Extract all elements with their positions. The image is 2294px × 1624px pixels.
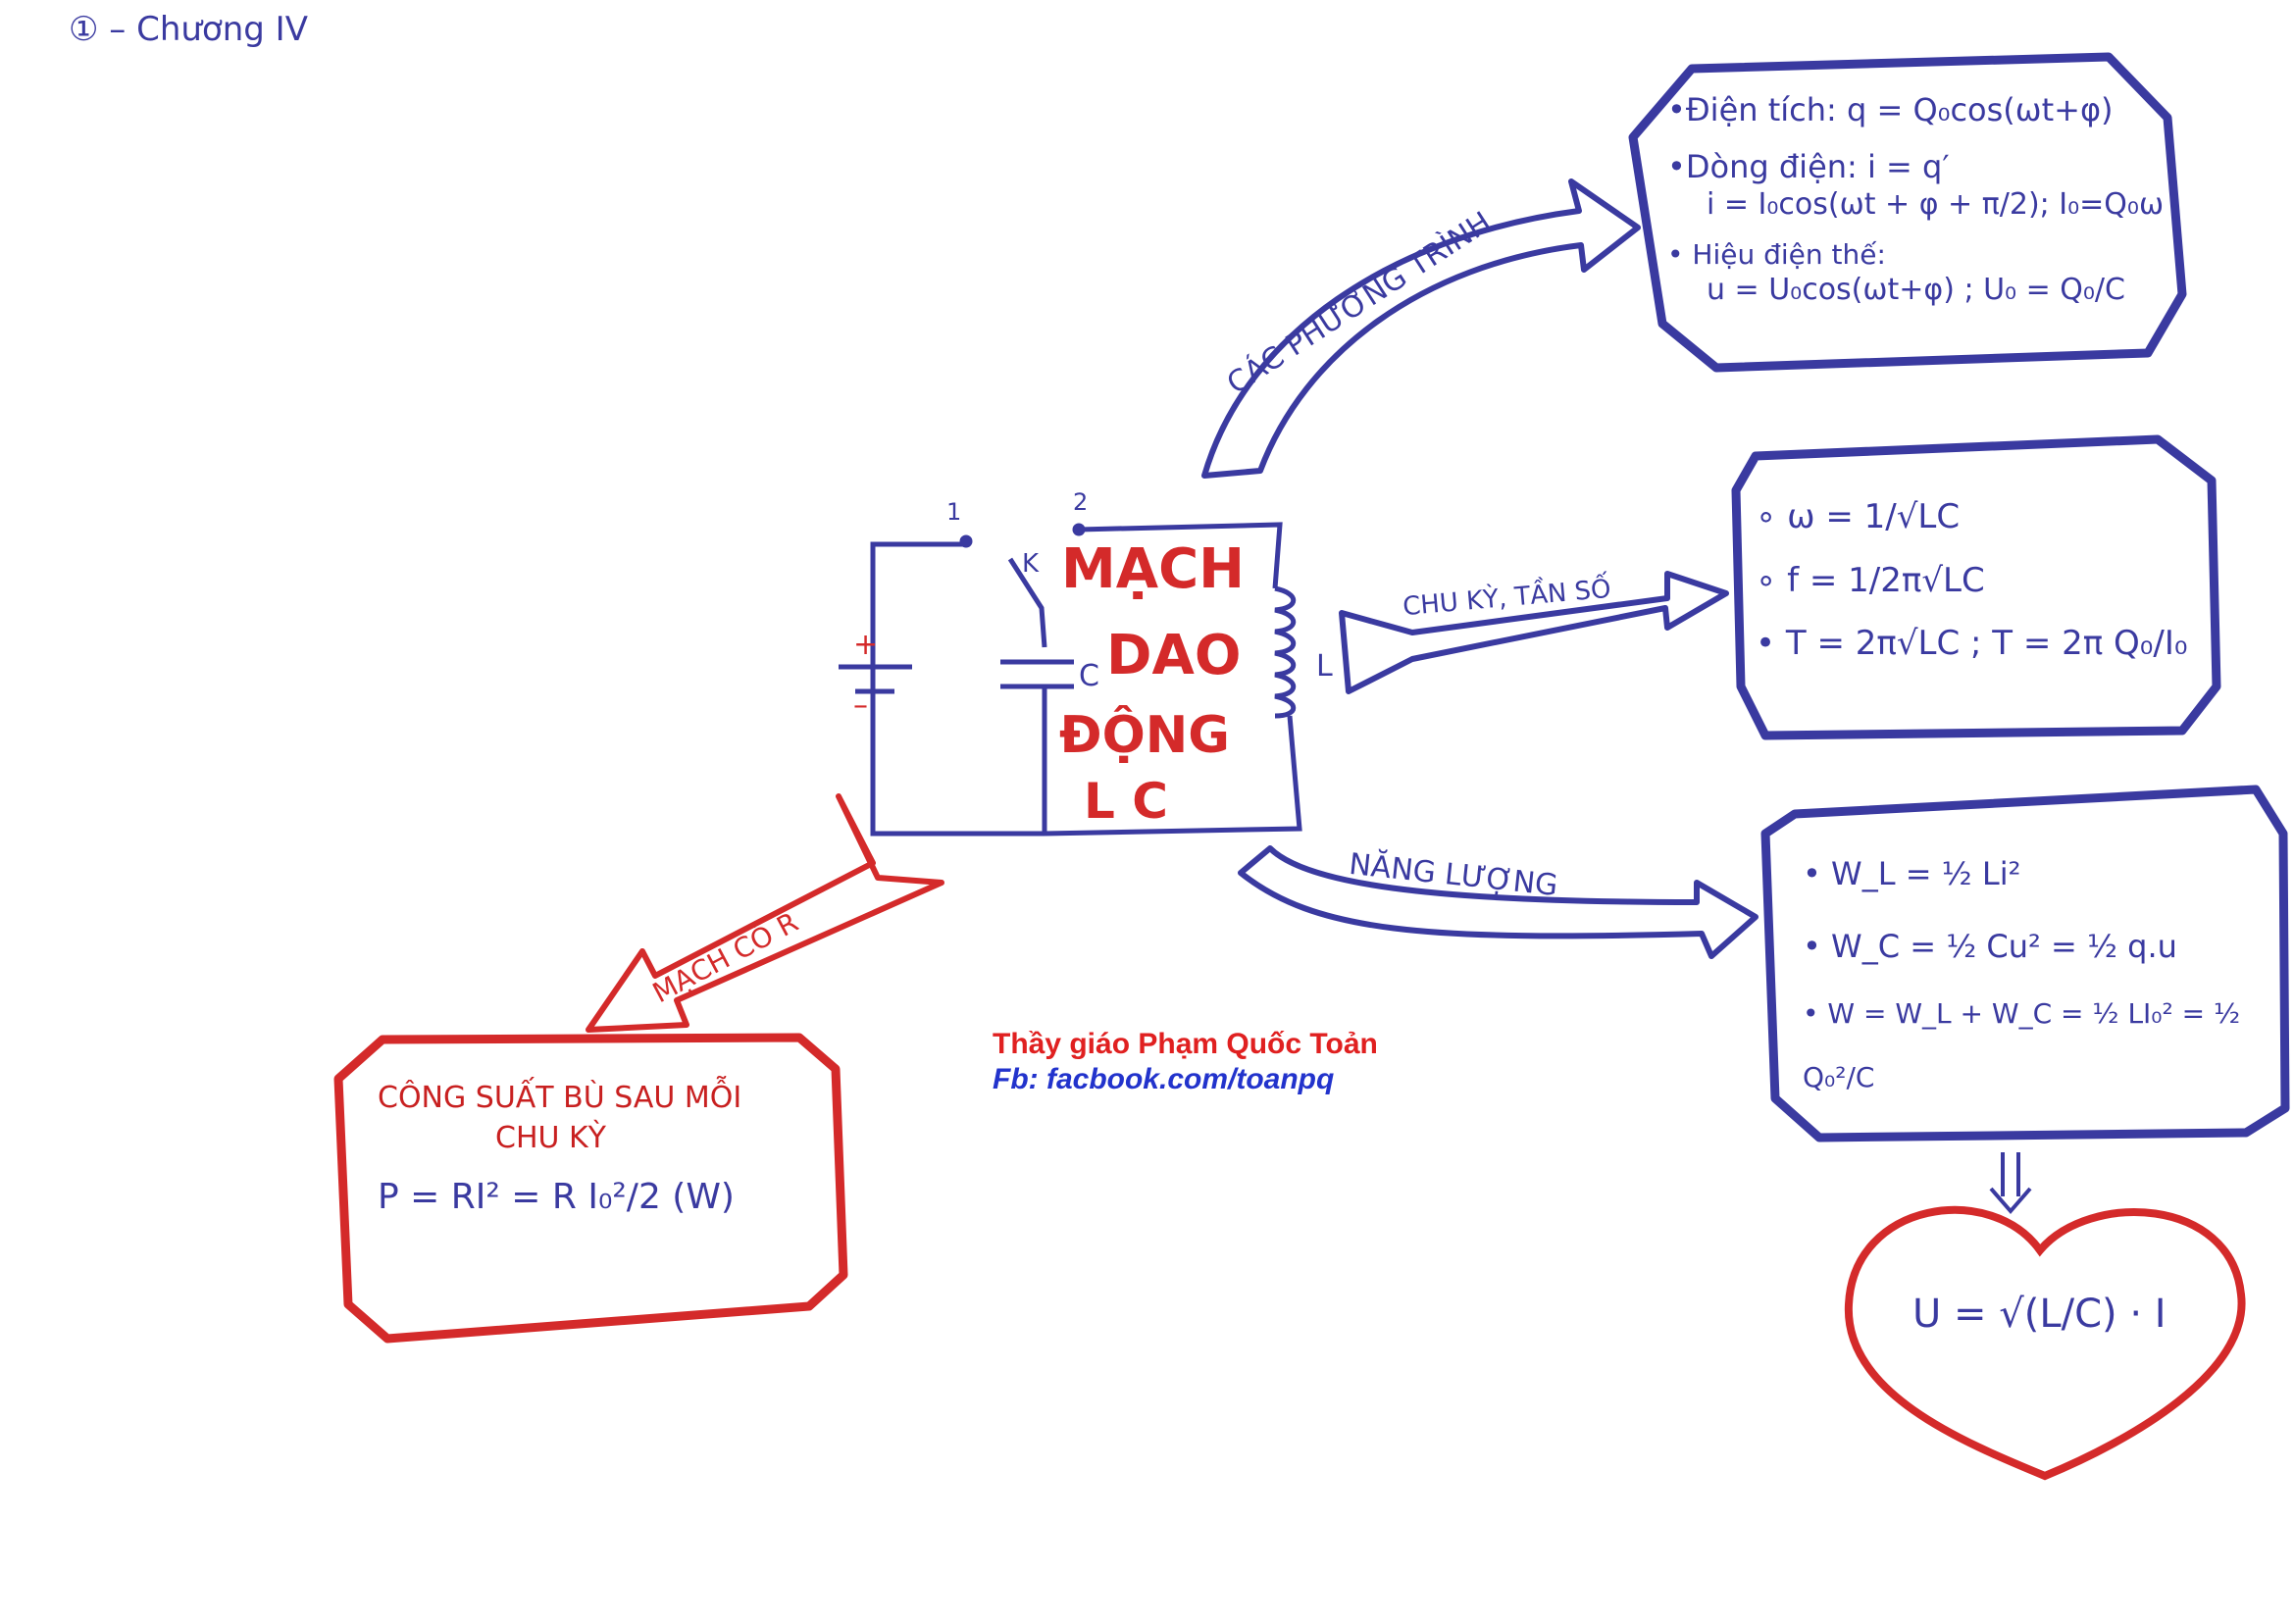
equations-box-text: •Điện tích: q = Q₀cos(ωt+φ) •Dòng điện: …	[1667, 90, 2164, 308]
power-box	[333, 1033, 848, 1344]
chapter-note: ① – Chương IV	[69, 10, 308, 49]
heart-formula: U = √(L/C) · I	[1912, 1292, 2167, 1337]
formula-period: • T = 2π√LC ; T = 2π Q₀/I₀	[1756, 624, 2188, 664]
equation-charge: •Điện tích: q = Q₀cos(ωt+φ)	[1667, 91, 2114, 128]
center-title-line-2: DAO	[1106, 624, 1242, 687]
formula-total-energy: • W = W_L + W_C = ½ LI₀² = ½ Q₀²/C	[1803, 997, 2241, 1093]
implies-arrow	[1989, 1152, 2032, 1215]
arrow-equations	[1201, 178, 1641, 479]
period-box	[1731, 434, 2221, 740]
inductor-label: L	[1316, 649, 1333, 684]
power-title: CÔNG SUẤT BÙ SAU MỖI	[378, 1081, 742, 1115]
period-box-text: ∘ ω = 1/√LC ∘ f = 1/2π√LC • T = 2π√LC ; …	[1756, 485, 2188, 676]
formula-electric-energy: • W_C = ½ Cu² = ½ q.u	[1803, 927, 2177, 965]
switch-position-2: 2	[1073, 488, 1089, 516]
power-box-text: CÔNG SUẤT BÙ SAU MỖI CHU KỲ P = RI² = R …	[378, 1079, 741, 1222]
power-title-cont: CHU KỲ	[495, 1120, 606, 1155]
equations-box	[1628, 52, 2187, 373]
lc-circuit	[839, 522, 1302, 837]
switch-position-1: 1	[946, 498, 962, 526]
equation-current-full: i = I₀cos(ωt + φ + π/2); I₀=Q₀ω	[1707, 187, 2165, 222]
equation-current: •Dòng điện: i = q′	[1667, 148, 1950, 185]
switch-label: K	[1022, 549, 1040, 579]
energy-box-text: • W_L = ½ Li² • W_C = ½ Cu² = ½ q.u • W …	[1803, 838, 2294, 1109]
formula-omega: ∘ ω = 1/√LC	[1756, 497, 1961, 536]
credit-note: Thầy giáo Phạm Quốc Toản Fb: facbook.com…	[993, 1028, 1378, 1096]
formula-magnetic-energy: • W_L = ½ Li²	[1803, 855, 2021, 892]
heart-shape	[1844, 1206, 2246, 1481]
credit-teacher: Thầy giáo Phạm Quốc Toản	[993, 1028, 1378, 1060]
arrow-resistance	[586, 793, 944, 1033]
battery-minus: –	[853, 688, 868, 723]
center-title-line-1: MẠCH	[1061, 537, 1246, 601]
equation-voltage: u = U₀cos(ωt+φ) ; U₀ = Q₀/C	[1707, 272, 2125, 307]
center-title-line-3: ĐỘNG	[1059, 706, 1230, 765]
formula-frequency: ∘ f = 1/2π√LC	[1756, 560, 1985, 600]
battery-plus: +	[853, 628, 879, 662]
capacitor-label: C	[1079, 659, 1099, 693]
power-formula: P = RI² = R I₀²/2 (W)	[378, 1177, 735, 1217]
equation-voltage-label: • Hiệu điện thế:	[1667, 237, 1886, 271]
energy-box	[1760, 785, 2290, 1142]
arrow-energy	[1238, 845, 1759, 959]
arrow-period	[1339, 571, 1729, 694]
center-title-line-4: L C	[1084, 773, 1168, 830]
credit-facebook: Fb: facbook.com/toanpq	[993, 1063, 1335, 1095]
